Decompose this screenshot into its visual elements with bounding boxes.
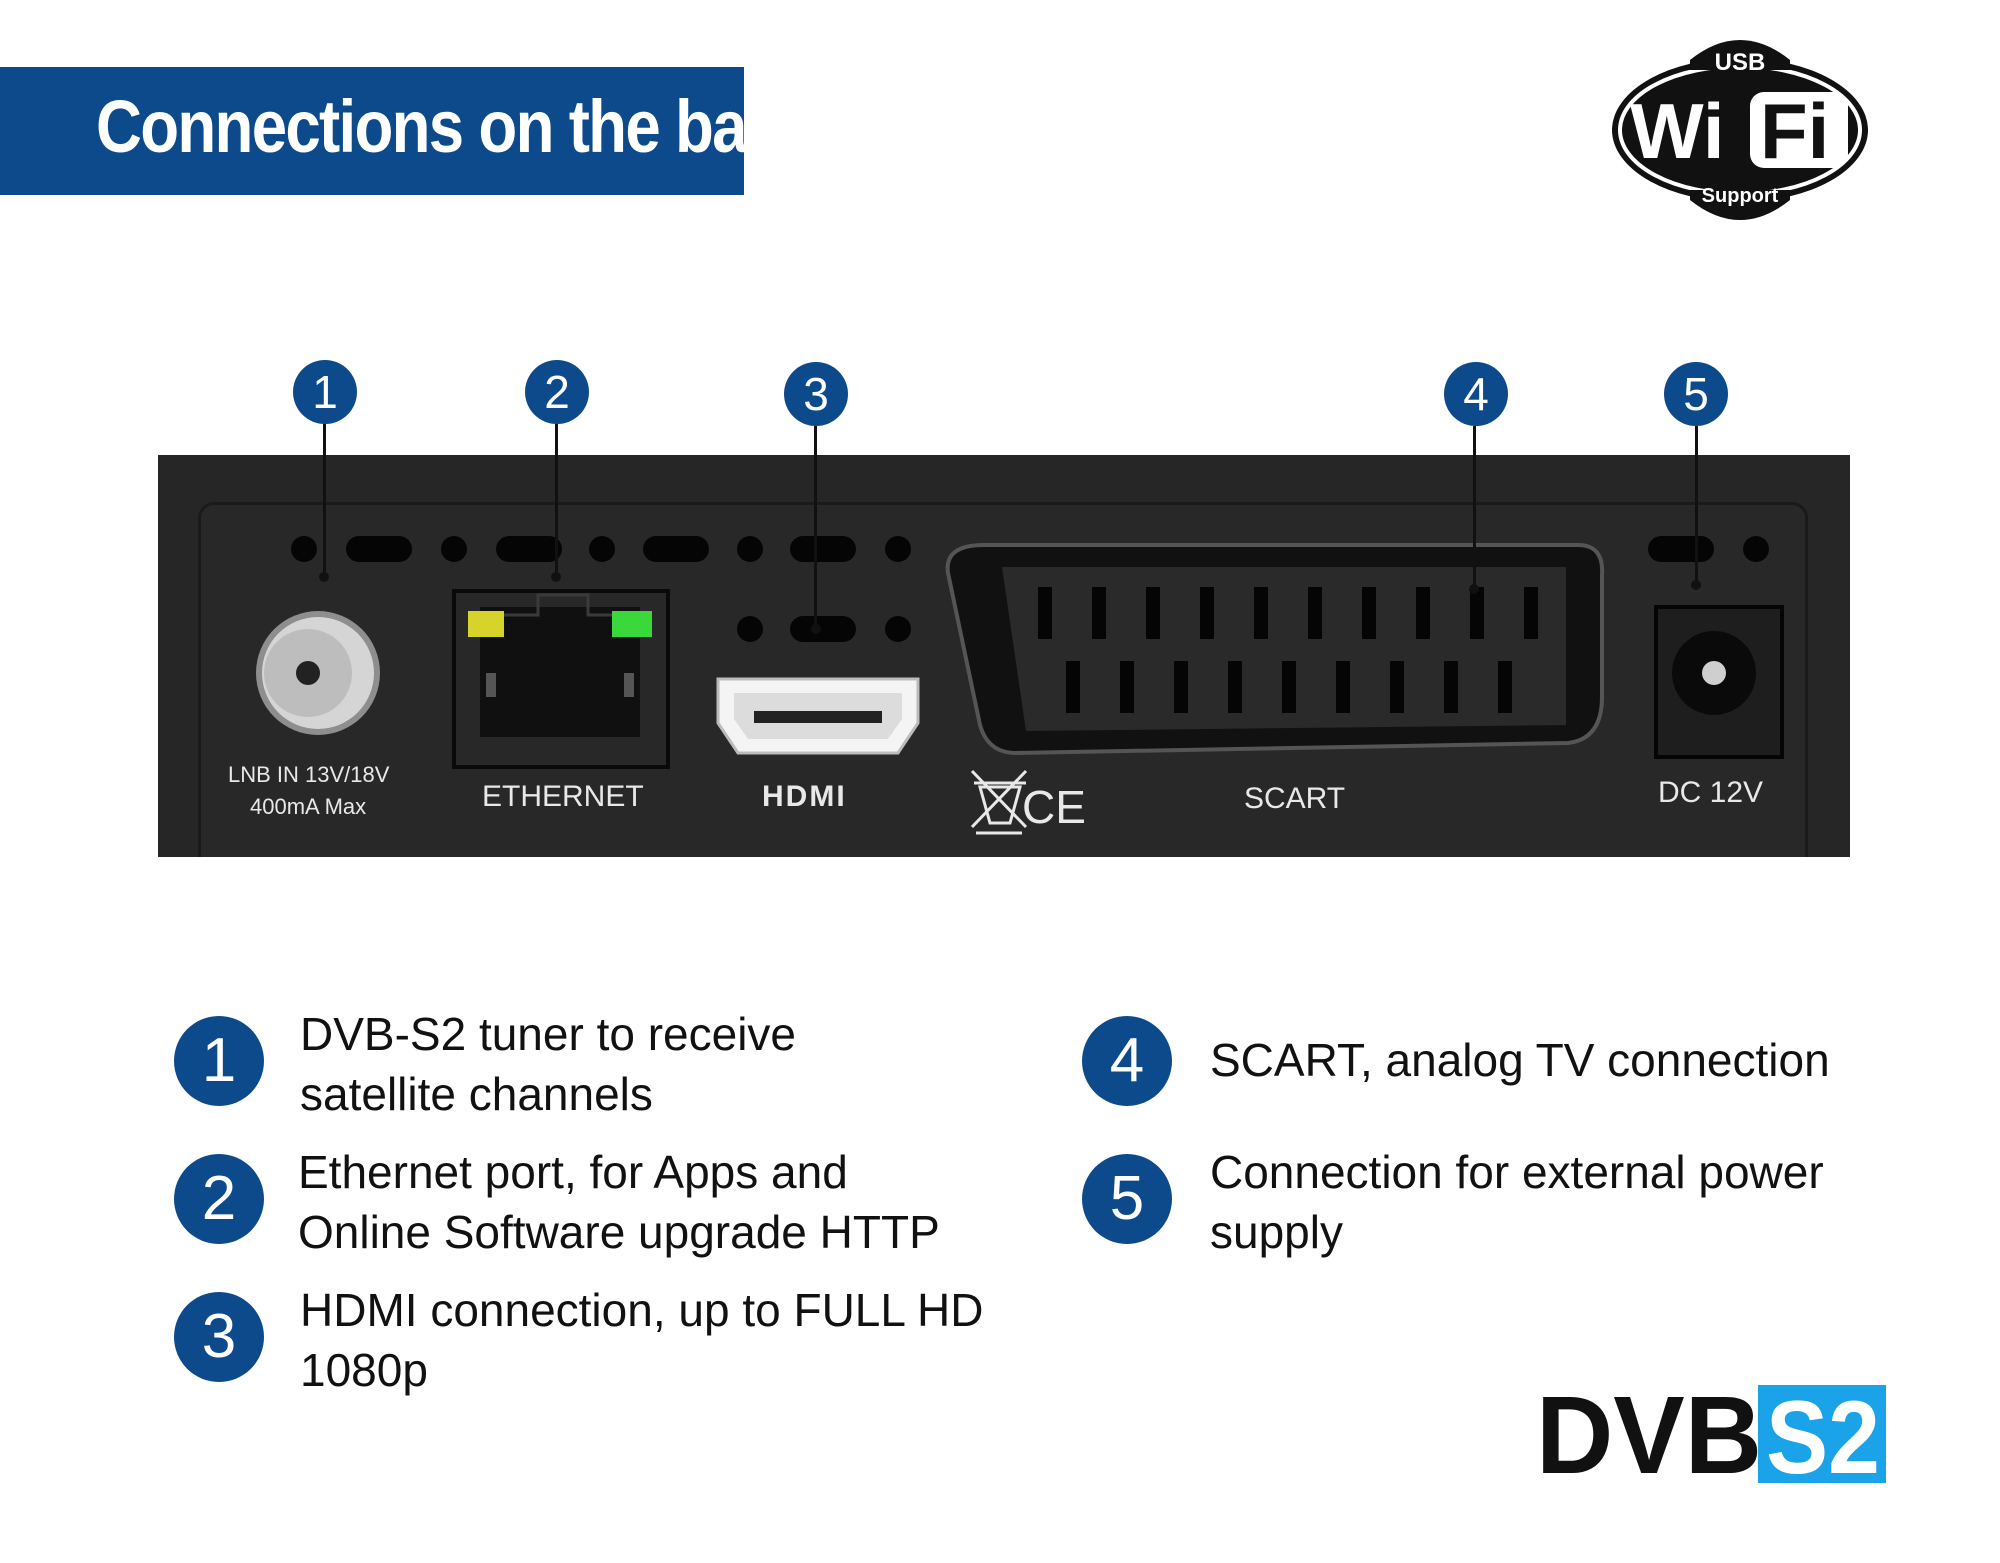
callout-2-marker: 2 xyxy=(525,360,589,424)
callout-3-leader xyxy=(814,426,817,631)
desc-5-line2: supply xyxy=(1210,1206,1343,1258)
wifi-logo-bottom-text: Support xyxy=(1702,185,1779,207)
desc-2-line1: Ethernet port, for Apps and xyxy=(298,1146,848,1198)
s2-logo-text: S2 xyxy=(1766,1385,1880,1483)
lnb-label-line1: LNB IN 13V/18V xyxy=(228,762,390,787)
callout-3-marker: 3 xyxy=(784,362,848,426)
desc-3-line1: HDMI connection, up to FULL HD xyxy=(300,1284,984,1336)
callout-1-marker: 1 xyxy=(293,360,357,424)
header-banner xyxy=(0,67,744,195)
callout-5-marker: 5 xyxy=(1664,362,1728,426)
wifi-logo-fi-text: Fi xyxy=(1760,87,1829,175)
ethernet-label: ETHERNET xyxy=(482,780,644,813)
dvb-logo-text: DVB xyxy=(1536,1385,1762,1483)
callout-4-marker: 4 xyxy=(1444,362,1508,426)
wifi-logo-wi-text: Wi xyxy=(1630,87,1725,175)
scart-port xyxy=(945,543,1605,756)
receiver-ports-drawing xyxy=(256,536,1784,835)
dc-power-jack xyxy=(1654,605,1784,759)
hdmi-port xyxy=(716,677,920,755)
desc-1-line1: DVB-S2 tuner to receive xyxy=(300,1008,797,1060)
desc-1-line2: satellite channels xyxy=(300,1068,653,1120)
desc-5-text: Connection for external power supply xyxy=(1210,1142,1824,1262)
dvb-s2-logo: DVB S2 xyxy=(1536,1385,1886,1483)
desc-4-text: SCART, analog TV connection xyxy=(1210,1030,1830,1090)
desc-4-line1: SCART, analog TV connection xyxy=(1210,1034,1830,1086)
hdmi-label: HDMI xyxy=(762,780,847,813)
dc-label: DC 12V xyxy=(1658,776,1764,809)
desc-3-number: 3 xyxy=(174,1292,264,1382)
callout-4-leader xyxy=(1473,426,1476,591)
desc-3-text: HDMI connection, up to FULL HD 1080p xyxy=(300,1280,983,1400)
callout-1-leader xyxy=(323,424,326,579)
callout-2-leader xyxy=(555,424,558,579)
ethernet-port xyxy=(452,589,670,769)
desc-2-number: 2 xyxy=(174,1154,264,1244)
weee-bin-icon xyxy=(970,769,1028,835)
lnb-label-line2: 400mA Max xyxy=(250,794,367,819)
desc-5-number: 5 xyxy=(1082,1154,1172,1244)
desc-2-line2: Online Software upgrade HTTP xyxy=(298,1206,940,1258)
lnb-connector xyxy=(256,611,380,735)
desc-1-text: DVB-S2 tuner to receive satellite channe… xyxy=(300,1004,796,1124)
page-title: Connections on the back xyxy=(96,85,815,168)
callout-5-leader xyxy=(1695,426,1698,587)
ce-mark: CE xyxy=(1022,781,1086,833)
wifi-logo-top-text: USB xyxy=(1715,49,1766,76)
desc-2-text: Ethernet port, for Apps and Online Softw… xyxy=(298,1142,940,1262)
desc-3-line2: 1080p xyxy=(300,1344,428,1396)
desc-1-number: 1 xyxy=(174,1016,264,1106)
usb-wifi-logo: USB Wi Fi Support xyxy=(1612,40,1868,220)
desc-5-line1: Connection for external power xyxy=(1210,1146,1824,1198)
vent-holes xyxy=(291,536,1769,642)
desc-4-number: 4 xyxy=(1082,1016,1172,1106)
scart-label: SCART xyxy=(1244,782,1346,815)
